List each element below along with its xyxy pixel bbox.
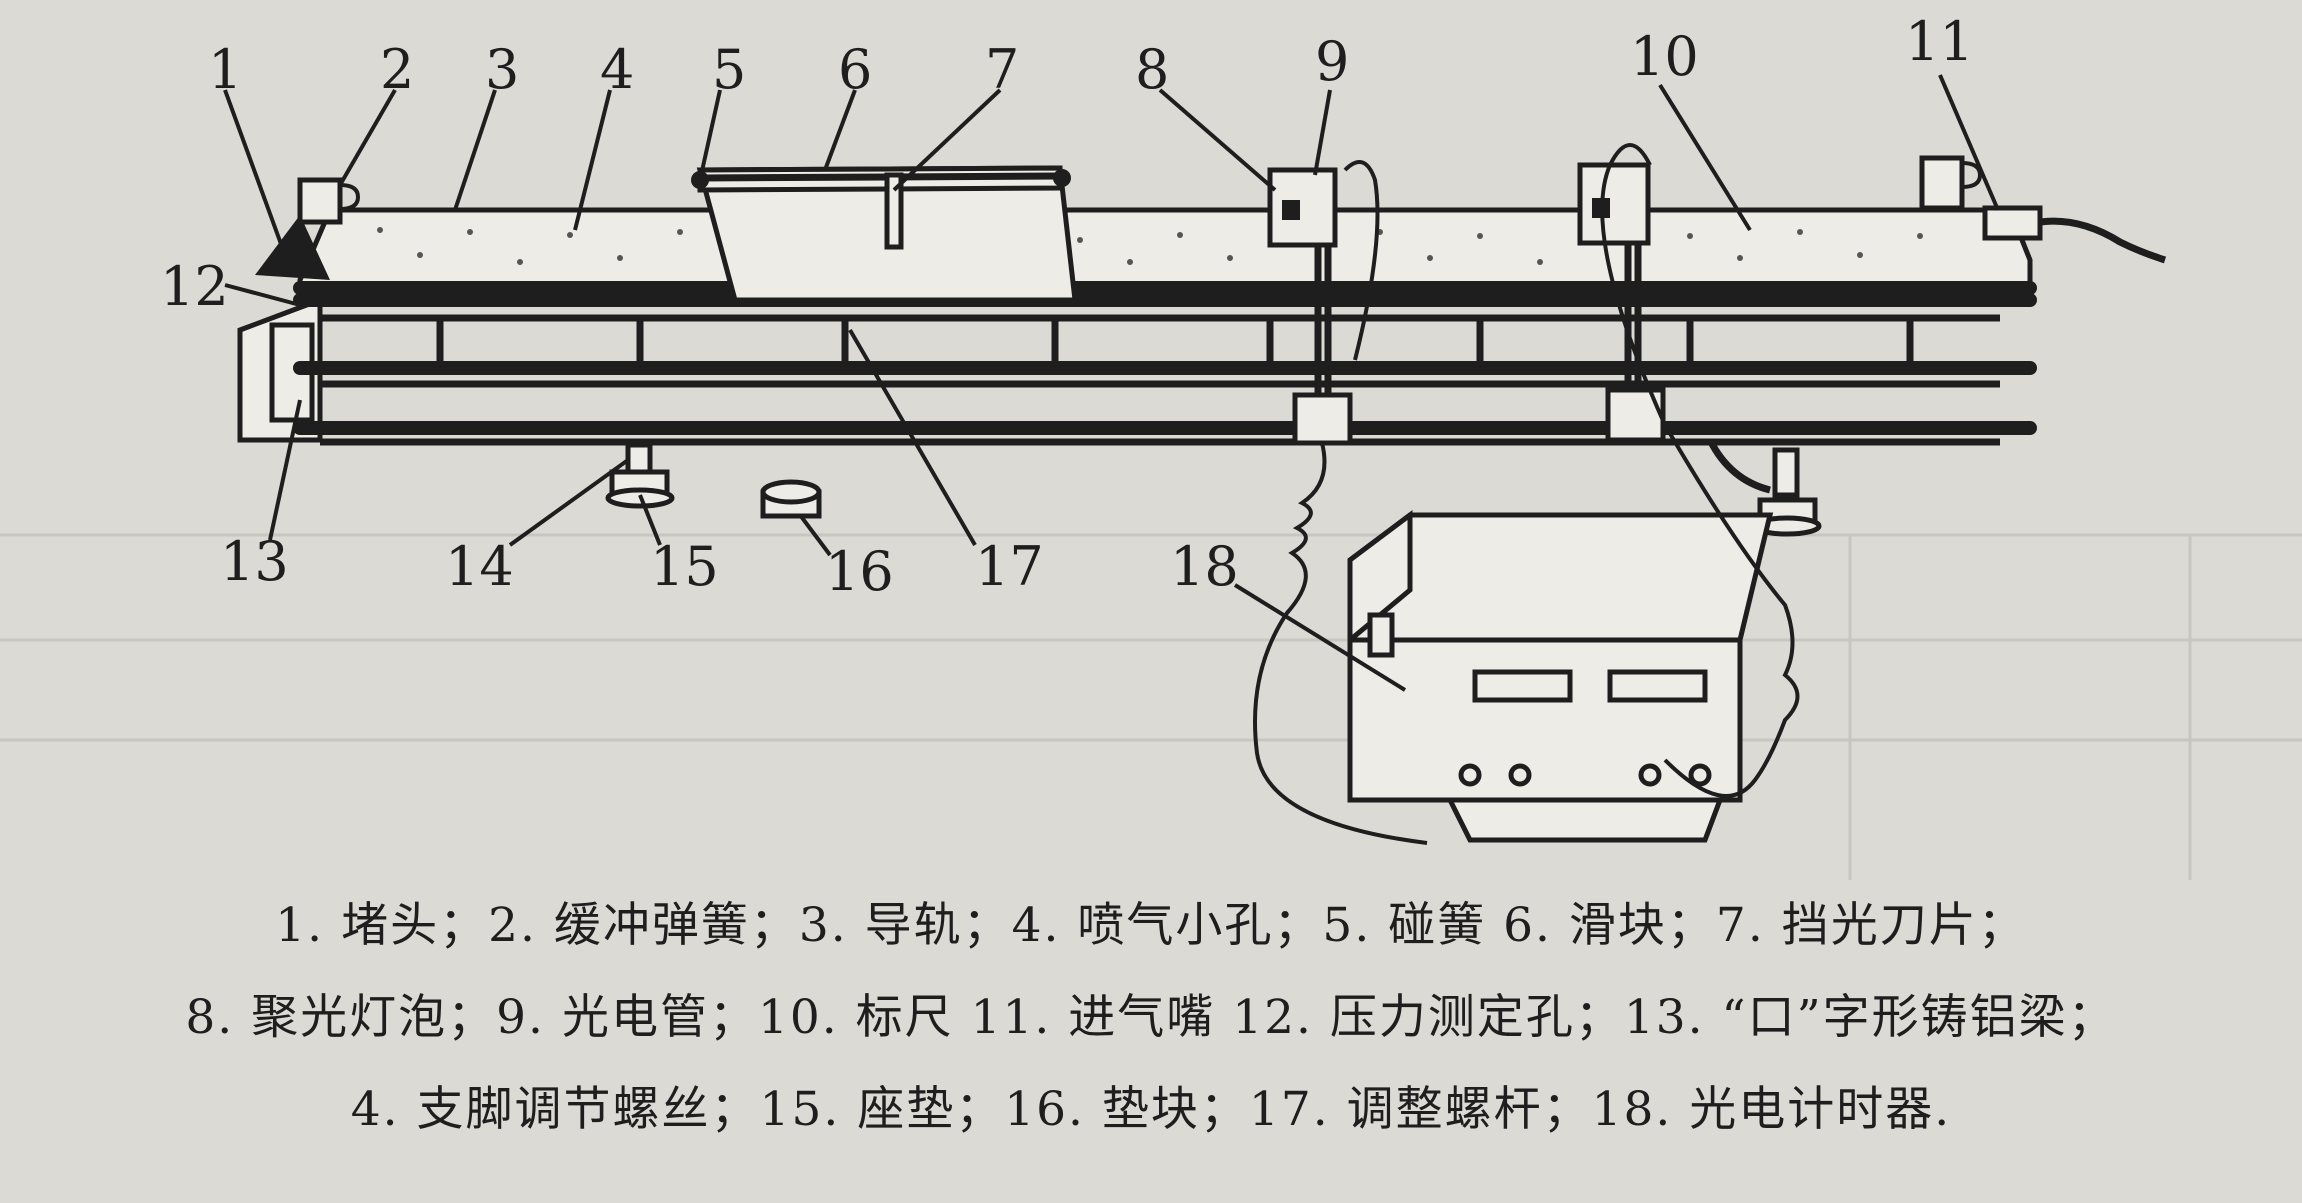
end-cap [255,215,330,280]
support-left [605,442,675,509]
legend-line-3: 4. 支脚调节螺丝；15. 座垫；16. 垫块；17. 调整螺杆；18. 光电计… [350,1082,1952,1137]
aluminium-beam [237,293,2037,446]
part-labels: 1 2 3 4 5 6 7 8 9 10 11 12 13 14 15 16 1… [160,10,1974,603]
label-15: 15 [650,535,719,598]
buffer-spring [297,177,361,225]
slider [691,165,1078,303]
label-1: 1 [208,38,242,101]
label-3: 3 [485,38,519,101]
air-inlet [1919,155,2167,264]
air-holes [377,227,1923,265]
label-17: 17 [975,535,1044,598]
adjusting-rods [436,318,1914,368]
label-18: 18 [1170,535,1239,598]
label-11: 11 [1905,10,1974,73]
label-16: 16 [825,540,894,603]
photogate-1 [1267,167,1353,446]
label-5: 5 [712,38,746,101]
label-6: 6 [838,38,872,101]
guide-rail [293,207,2037,295]
support-right [1706,438,1822,537]
photoelectric-timer [1347,510,1774,843]
background-table-lines [0,533,2302,880]
label-8: 8 [1135,38,1169,101]
legend-line-1: 1. 堵头；2. 缓冲弹簧；3. 导轨；4. 喷气小孔；5. 碰簧 6. 滑块；… [275,898,2027,953]
label-12: 12 [160,255,229,318]
label-2: 2 [380,38,414,101]
label-9: 9 [1315,30,1349,93]
photogate-2 [1577,162,1666,443]
spacer-block [760,479,822,519]
label-4: 4 [600,38,634,101]
label-13: 13 [220,530,289,593]
leader-lines [223,74,2000,692]
legend-line-2: 8. 聚光灯泡；9. 光电管；10. 标尺 11. 进气嘴 12. 压力测定孔；… [185,990,2117,1045]
label-14: 14 [445,535,514,598]
cables [1253,143,1800,845]
light-blocking-blade [884,172,904,250]
legend: 1. 堵头；2. 缓冲弹簧；3. 导轨；4. 喷气小孔；5. 碰簧 6. 滑块；… [0,880,2302,1156]
label-7: 7 [985,38,1019,101]
label-10: 10 [1630,25,1699,88]
